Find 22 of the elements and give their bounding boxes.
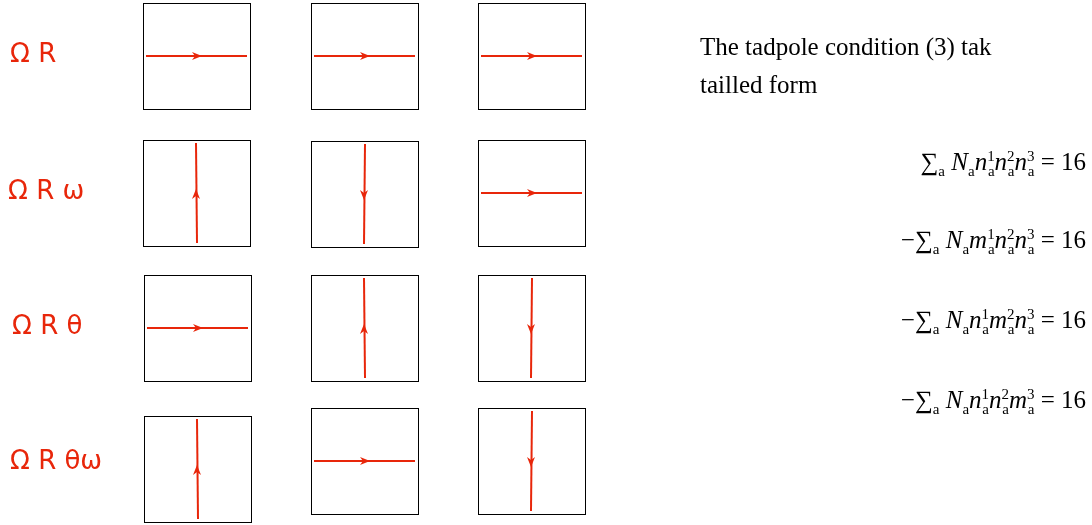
square-frame [143, 3, 251, 110]
square-frame [311, 141, 419, 248]
equation: −∑$_{a}$ N$_{a}$m$^{1}$$_{a}$n$^{2}$$_{a}$n$^{3}$$_{a}$ = 16 [900, 226, 1086, 259]
row-label: Ω R [10, 38, 57, 68]
square-frame [478, 408, 586, 515]
square-frame [143, 140, 251, 247]
equation: −∑$_{a}$ N$_{a}$n$^{1}$$_{a}$n$^{2}$$_{a}$m$^{3}$$_{a}$ = 16 [900, 386, 1086, 419]
square-frame [144, 416, 252, 523]
square-frame [311, 275, 419, 382]
row-label: Ω R ω [8, 175, 85, 205]
equation: −∑$_{a}$ N$_{a}$n$^{1}$$_{a}$m$^{2}$$_{a}$n$^{3}$$_{a}$ = 16 [900, 306, 1086, 339]
square-frame [311, 408, 419, 515]
square-frame [478, 140, 586, 247]
square-frame [478, 3, 586, 110]
square-frame [144, 275, 252, 382]
square-frame [311, 3, 419, 110]
equation: ∑$_{a}$ N$_{a}$n$^{1}$$_{a}$n$^{2}$$_{a}$n$^{3}$$_{a}$ = 16 [920, 148, 1086, 181]
text-line: tailled form [700, 71, 818, 99]
row-label: Ω R θ [12, 310, 83, 340]
text-line: The tadpole condition (3) tak [700, 33, 992, 61]
square-frame [478, 275, 586, 382]
row-label: Ω R θω [10, 445, 103, 475]
